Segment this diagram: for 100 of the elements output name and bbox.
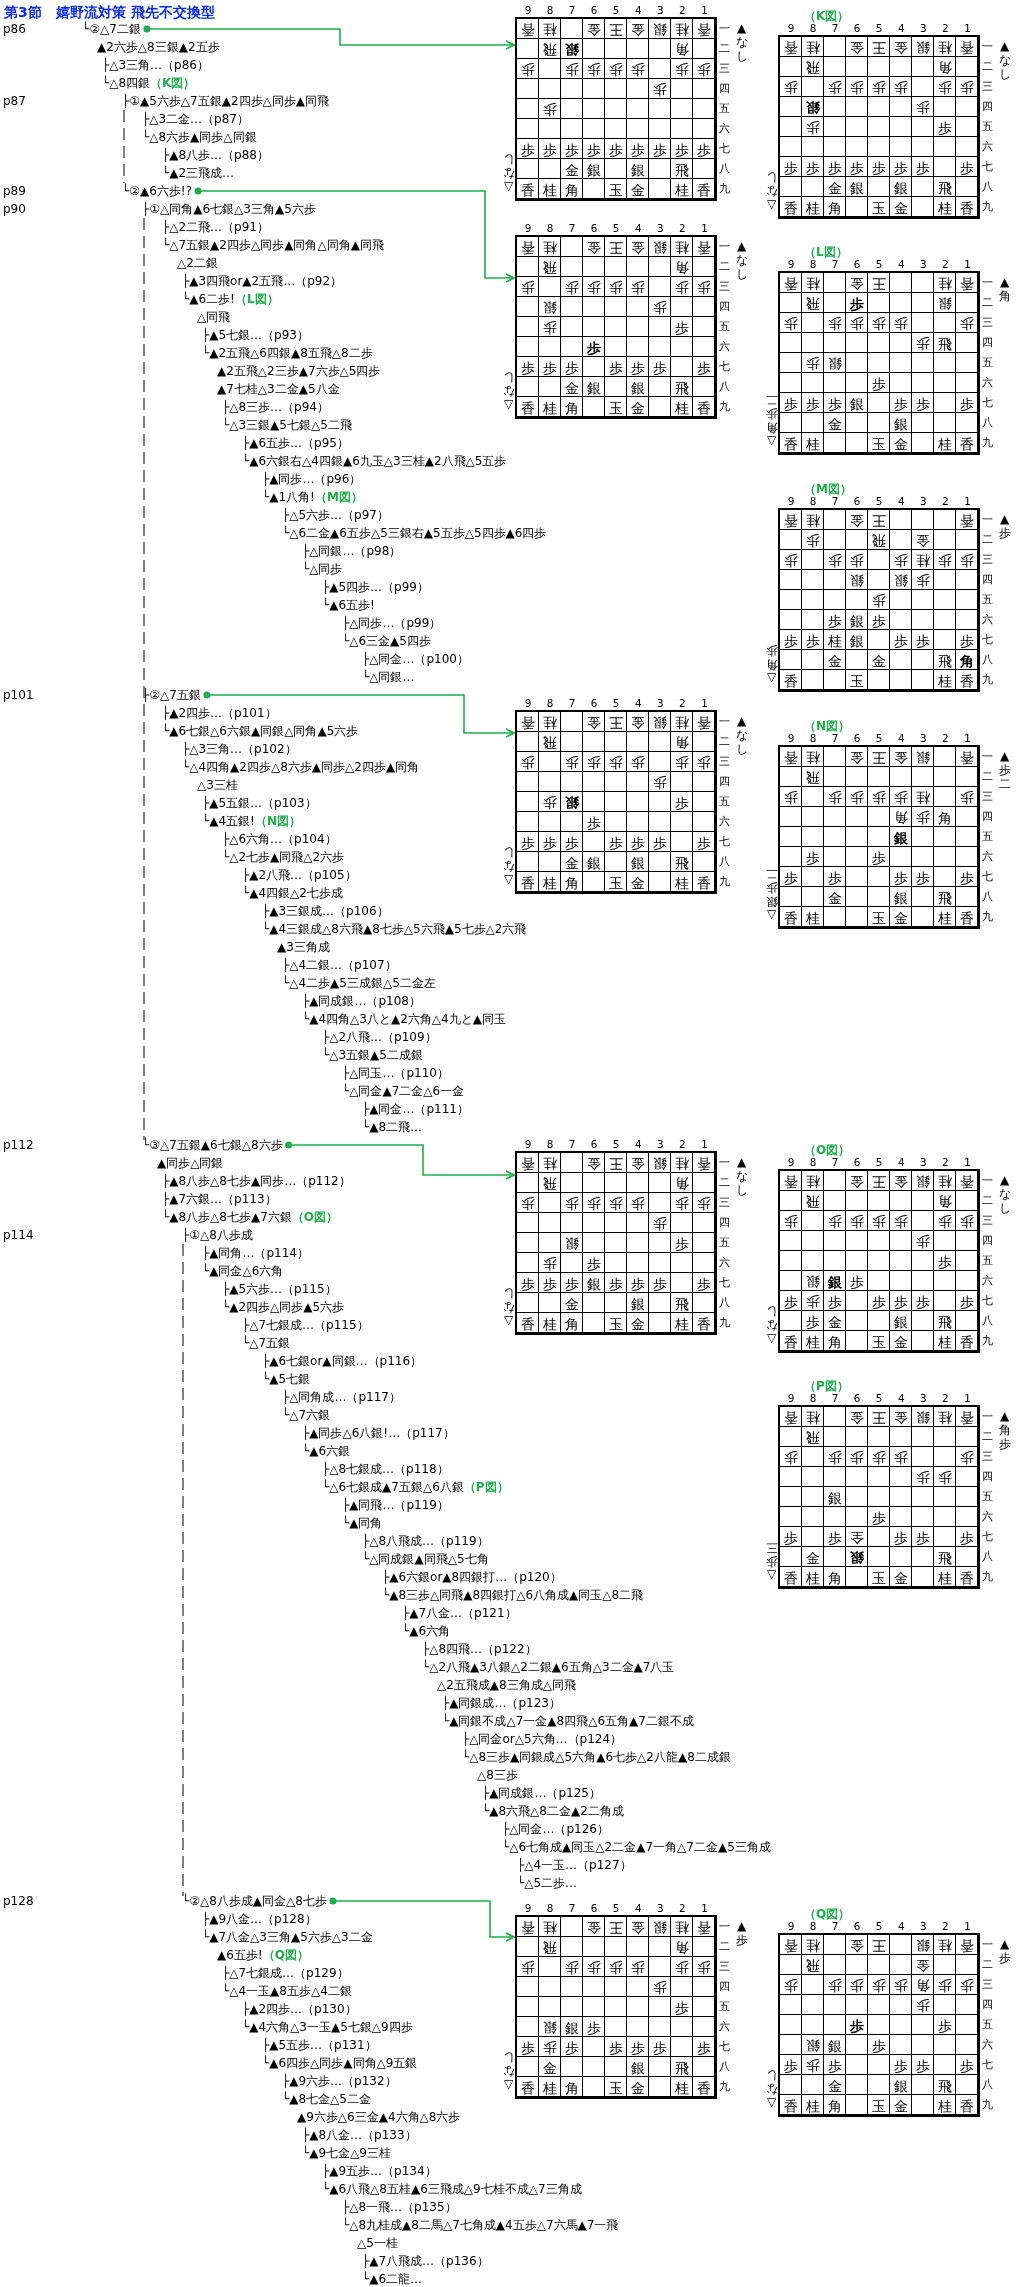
shogi-piece: 歩 (608, 1276, 624, 1292)
shogi-piece: 歩 (586, 142, 602, 158)
figure-reference: （L図） (234, 292, 279, 306)
column-numbers: 9 8 7 6 5 4 3 2 1 (787, 496, 976, 508)
shogi-piece: 歩 (520, 62, 536, 78)
shogi-piece: 歩 (586, 2020, 602, 2036)
move-sequence: └▲6六銀右△4四銀▲6九玉△3三桂▲2八飛△5五歩 (242, 454, 507, 468)
shogi-piece: 歩 (520, 280, 536, 296)
shogi-piece: 桂 (805, 513, 821, 529)
move-sequence: ├▲3四飛or▲2五飛…（p92） (182, 274, 343, 288)
shogi-piece: 歩 (805, 2058, 821, 2074)
shogi-piece: 歩 (805, 1314, 821, 1330)
arrow (203, 691, 515, 738)
shogi-piece: 角 (893, 810, 909, 826)
shogi-piece: 歩 (915, 396, 931, 412)
shogi-piece: 歩 (674, 795, 690, 811)
shogi-piece: 桂 (674, 2080, 690, 2096)
shogi-piece: 歩 (586, 280, 602, 296)
shogi-piece: 桂 (937, 1410, 953, 1426)
shogi-piece: 香 (959, 1570, 975, 1586)
pieces-in-hand: ▲なし (735, 239, 748, 281)
shogi-piece: 歩 (564, 755, 580, 771)
shogi-piece: 香 (783, 40, 799, 56)
shogi-piece: 歩 (915, 100, 931, 116)
shogi-piece: 歩 (937, 1254, 953, 1270)
shogi-piece: 桂 (674, 715, 690, 731)
shogi-piece: 歩 (674, 1960, 690, 1976)
shogi-piece: 桂 (674, 240, 690, 256)
shogi-piece: 香 (783, 1938, 799, 1954)
move-sequence: └△4一玉▲8五歩△4二銀 (222, 1984, 352, 1998)
shogi-piece: 飛 (542, 42, 558, 58)
shogi-piece: 歩 (696, 1276, 712, 1292)
move-sequence: └▲8七金△5二金 (282, 2092, 371, 2106)
move-sequence: ├△同歩…（p99） (342, 616, 442, 630)
shogi-piece: 歩 (871, 1450, 887, 1466)
shogi-piece: 歩 (783, 2058, 799, 2074)
shogi-piece: 桂 (937, 673, 953, 689)
move-sequence: ├▲5五銀…（p103） (202, 796, 317, 810)
move-sequence: ├▲7六銀…（p113） (162, 1192, 277, 1206)
shogi-piece: 歩 (586, 340, 602, 356)
shogi-piece: 歩 (564, 835, 580, 851)
shogi-piece: 歩 (696, 142, 712, 158)
move-sequence: ├▲同飛…（p119） (342, 1498, 449, 1512)
shogi-piece: 歩 (674, 320, 690, 336)
pieces-in-hand: ▲なし (735, 714, 748, 756)
column-numbers: 9 8 7 6 5 4 3 2 1 (787, 1921, 976, 1933)
shogi-piece: 歩 (608, 755, 624, 771)
shogi-piece: 歩 (805, 850, 821, 866)
shogi-piece: 角 (674, 42, 690, 58)
shogi-piece: 角 (827, 1570, 843, 1586)
shogi-piece: 銀 (827, 356, 843, 372)
shogi-piece: 歩 (827, 80, 843, 96)
shogi-piece: 歩 (520, 142, 536, 158)
move-sequence: └△7五銀▲2四歩△同歩▲同角△同角▲同飛 (162, 238, 384, 252)
shogi-piece: 金 (586, 1156, 602, 1172)
shogi-piece: 金 (849, 1410, 865, 1426)
shogi-piece: 歩 (915, 633, 931, 649)
shogi-piece: 歩 (937, 1214, 953, 1230)
shogi-piece: 香 (959, 276, 975, 292)
move-sequence: ▲2六歩△8三銀▲2五歩 (97, 40, 220, 54)
shogi-piece: 香 (520, 400, 536, 416)
move-sequence: △2五飛成▲8三角成△同飛 (437, 1678, 576, 1692)
shogi-piece: 香 (696, 1316, 712, 1332)
shogi-piece: 歩 (871, 80, 887, 96)
shogi-piece: 金 (586, 715, 602, 731)
move-sequence: └▲4五銀! (202, 814, 255, 828)
shogi-piece: 歩 (652, 835, 668, 851)
shogi-piece: 銀 (586, 1276, 602, 1292)
column-numbers: 9 8 7 6 5 4 3 2 1 (787, 1393, 976, 1405)
shogi-piece: 王 (608, 1920, 624, 1936)
shogi-piece: 歩 (608, 1196, 624, 1212)
shogi-piece: 歩 (827, 1214, 843, 1230)
shogi-piece: 桂 (674, 1156, 690, 1172)
move-sequence: ├▲7八飛成…（p136） (362, 2254, 489, 2268)
shogi-piece: 金 (893, 40, 909, 56)
shogi-piece: 香 (696, 2080, 712, 2096)
move-sequence: ├▲6六銀or▲8四銀打…（p120） (382, 1570, 562, 1584)
shogi-piece: 歩 (959, 80, 975, 96)
move-sequence: └②△7二銀 (82, 20, 141, 38)
shogi-piece: 歩 (696, 755, 712, 771)
shogi-piece: 金 (893, 200, 909, 216)
move-sequence: └▲7八金△3三角▲5六歩△3二金 (202, 1930, 373, 1944)
shogi-piece: 角 (564, 400, 580, 416)
shogi-piece: 香 (783, 910, 799, 926)
page-number: p89 (3, 184, 26, 198)
move-sequence: ├▲5五歩…（p131） (262, 2038, 377, 2052)
move-sequence: △3三桂 (197, 778, 238, 792)
move-sequence: ├△2二飛…（p91） (162, 220, 269, 234)
move-sequence: ▲7七桂△3二金▲5八金 (217, 382, 340, 396)
shogi-piece: 金 (564, 162, 580, 178)
shogi-piece: 金 (564, 1296, 580, 1312)
shogi-piece: 歩 (959, 2058, 975, 2074)
pieces-in-hand: ▲なし (735, 21, 748, 63)
shogi-piece: 王 (871, 1174, 887, 1190)
move-sequence: └△同銀… (362, 670, 415, 684)
shogi-piece: 歩 (827, 1978, 843, 1994)
move-sequence: └▲6六角 (402, 1624, 451, 1638)
shogi-piece: 歩 (520, 360, 536, 376)
shogi-piece: 桂 (674, 875, 690, 891)
move-sequence: ├▲同成銀…（p108） (302, 994, 421, 1008)
